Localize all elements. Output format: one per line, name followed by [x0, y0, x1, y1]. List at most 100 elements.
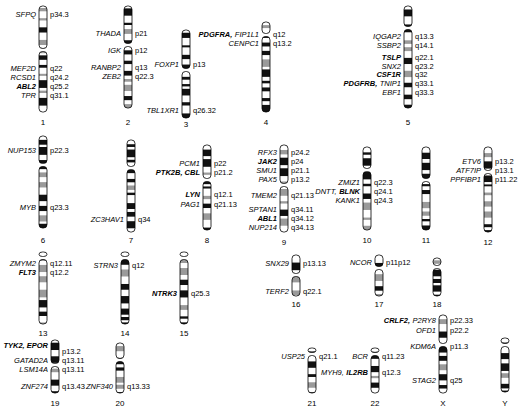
band-label: q25.2: [50, 82, 69, 91]
chromosome-band: [39, 140, 47, 145]
chromosome-band: [39, 74, 47, 76]
chromosome-band: [280, 168, 288, 176]
chromosome-band: [39, 316, 47, 323]
chromosome-band: [308, 374, 316, 377]
band-label: p22: [214, 159, 227, 168]
gene-label: STAG2: [412, 376, 436, 385]
gene-label: NUP214: [249, 223, 277, 232]
chromosome-ideogram: [484, 147, 492, 234]
band-label: p22.33: [450, 316, 473, 325]
chromosome-band: [121, 269, 129, 276]
chromosome-number: 6: [41, 236, 45, 245]
gene-label: SMU1: [256, 166, 277, 175]
chromosome-band: [484, 218, 492, 225]
chromosome-band: [39, 91, 47, 94]
chromosome-band: [422, 208, 430, 212]
chromosome-band: [180, 252, 188, 260]
chromosome-band: [422, 170, 430, 174]
band-label: p22.3: [50, 146, 69, 155]
chromosome-band: [262, 47, 270, 52]
chromosome-number: 21: [308, 399, 317, 408]
band-pattern: [262, 22, 270, 113]
chromosome-band: [262, 51, 270, 56]
chromosome-band: [484, 195, 492, 201]
chromosome-band: [375, 291, 383, 295]
chromosome-ideogram: [363, 147, 371, 234]
chromosome-band: [363, 179, 371, 184]
q-arm-outline: [363, 172, 371, 231]
chromosome-band: [280, 196, 288, 202]
chromosome-band: [39, 177, 47, 182]
chromosome-band: [404, 99, 412, 105]
band-pattern: [484, 147, 492, 234]
chromosome-band: [39, 147, 47, 155]
chromosome-band: [124, 61, 132, 65]
chromosome-band: [127, 144, 135, 147]
chromosome-band: [439, 364, 447, 370]
chromosome-ideogram: [116, 343, 124, 396]
chromosome-ideogram: [404, 6, 412, 113]
chromosome-band: [124, 76, 132, 80]
chromosome-number: 5: [406, 118, 410, 127]
gene-label: PAX5: [258, 175, 277, 184]
chromosome-band: [39, 272, 47, 276]
p-arm-outline: [371, 348, 379, 353]
chromosome-band: [363, 218, 371, 221]
chromosome-band: [127, 212, 135, 217]
gene-label: ZNF340: [86, 382, 113, 391]
band-label: q25.3: [191, 289, 210, 298]
band-label: q12: [273, 30, 286, 39]
band-label: q21.13: [291, 191, 314, 200]
band-pattern: [127, 140, 135, 233]
q-arm-outline: [371, 356, 379, 394]
chromosome-band: [280, 204, 288, 210]
chromosome-band: [182, 106, 190, 114]
chromosome-band: [404, 95, 412, 100]
chromosome-band: [39, 27, 47, 33]
chromosome-band: [484, 224, 492, 227]
chromosome-band: [121, 296, 129, 304]
p-arm-outline: [39, 6, 47, 49]
chromosome-band: [363, 158, 371, 166]
chromosome-band: [51, 372, 59, 380]
band-label: q14.1: [415, 41, 434, 50]
chromosome-band: [39, 93, 47, 98]
chromosome-band: [501, 371, 509, 374]
chromosome-number: 8: [205, 236, 209, 245]
chromosome-band: [422, 212, 430, 217]
gene-label: SSBP2: [377, 41, 401, 50]
chromosome-band: [308, 348, 316, 352]
chromosome-ideogram: [182, 30, 190, 118]
band-label: q11.23: [382, 352, 404, 361]
chromosome-band: [124, 82, 132, 85]
chromosome-band: [39, 195, 47, 202]
chromosome-ideogram: [39, 6, 47, 113]
chromosome-band: [39, 68, 47, 74]
gene-label: FIP1L1: [235, 30, 259, 39]
band-label: p11.22: [495, 175, 517, 184]
chromosome-band: [51, 386, 59, 392]
q-arm-outline: [203, 182, 211, 231]
band-pattern: [280, 145, 288, 233]
chromosome-band: [203, 167, 211, 173]
chromosome-number: 12: [484, 238, 493, 247]
band-label: q12: [132, 261, 145, 270]
chromosome-band: [484, 193, 492, 196]
chromosome-band: [51, 380, 59, 386]
chromosome-band: [292, 282, 300, 290]
chromosome-band: [39, 265, 47, 272]
chromosome-band: [501, 353, 509, 359]
gene-label: RANBP2: [91, 63, 121, 72]
chromosome-ideogram: [124, 6, 132, 111]
chromosome-band: [127, 193, 135, 196]
chromosome-band: [371, 366, 379, 373]
chromosome-band: [39, 276, 47, 282]
gene-label: PDGFRB,: [343, 79, 377, 88]
chromosome-number: 9: [282, 238, 286, 247]
chromosome-band: [501, 363, 509, 371]
chromosome-band: [39, 40, 47, 45]
chromosome-ideogram: [422, 147, 430, 230]
chromosome-band: [39, 282, 47, 290]
chromosome-band: [203, 159, 211, 167]
band-label: p13: [193, 60, 206, 69]
